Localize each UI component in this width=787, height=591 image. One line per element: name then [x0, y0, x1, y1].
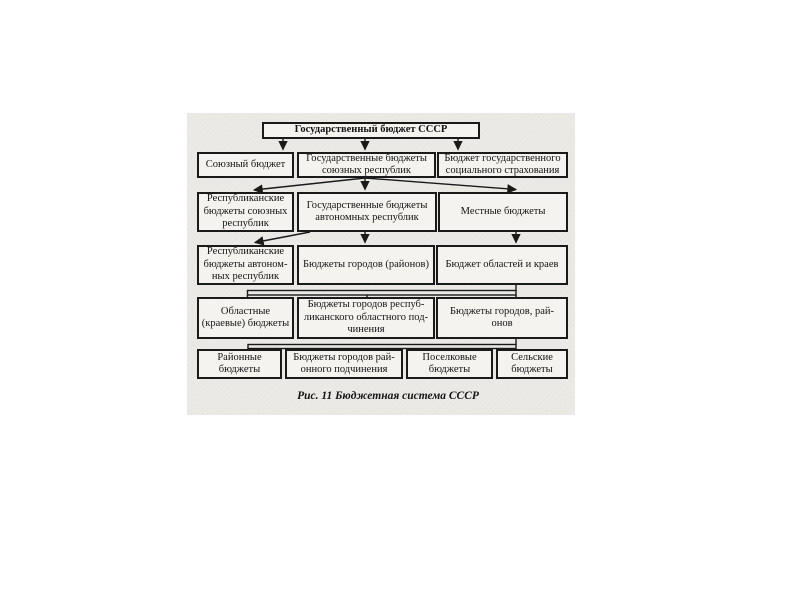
connector-fan-right	[364, 177, 518, 194]
node-district-budgets: Районные бюджеты	[197, 349, 282, 379]
node-state-budgets-autonomous-republics: Государственные бюджеты автономных респу…	[297, 192, 437, 232]
node-local-budgets: Местные бюджеты	[438, 192, 568, 232]
node-budgets-cities-districts: Бюджеты городов (районов)	[297, 245, 435, 285]
node-budgets-cities-republican-oblast-subordination: Бюджеты городов респуб- ликанского облас…	[297, 297, 435, 339]
node-republican-budgets-autonomous-republics: Республиканские бюджеты автоном- ных рес…	[197, 245, 294, 285]
node-settlement-budgets: Поселковые бюджеты	[406, 349, 493, 379]
bracket2-bus	[247, 343, 517, 350]
node-budget-oblasts-krais: Бюджет областей и краев	[436, 245, 568, 285]
connector-diag-autonomous	[253, 231, 311, 246]
node-state-social-insurance-budget: Бюджет государственного социального стра…	[437, 152, 568, 178]
node-republican-budgets-union-republics: Республиканские бюджеты союзных республи…	[197, 192, 294, 232]
node-budgets-of-cities-districts: Бюджеты городов, рай- онов	[436, 297, 568, 339]
node-state-budgets-union-republics: Государственные бюджеты союзных республи…	[297, 152, 436, 178]
figure-caption: Рис. 11 Бюджетная система СССР	[297, 390, 479, 402]
node-rural-budgets: Сельские бюджеты	[496, 349, 568, 379]
node-union-budget: Союзный бюджет	[197, 152, 294, 178]
scanned-figure: Государственный бюджет СССР Союзный бюдж…	[187, 113, 575, 415]
node-budgets-cities-district-subordination: Бюджеты городов рай- онного подчинения	[285, 349, 403, 379]
node-oblast-krai-budgets: Областные (краевые) бюджеты	[197, 297, 294, 339]
bracket1-bus	[246, 289, 517, 296]
connector-fan-left	[252, 177, 366, 194]
node-state-budget-ussr: Государственный бюджет СССР	[262, 122, 480, 139]
